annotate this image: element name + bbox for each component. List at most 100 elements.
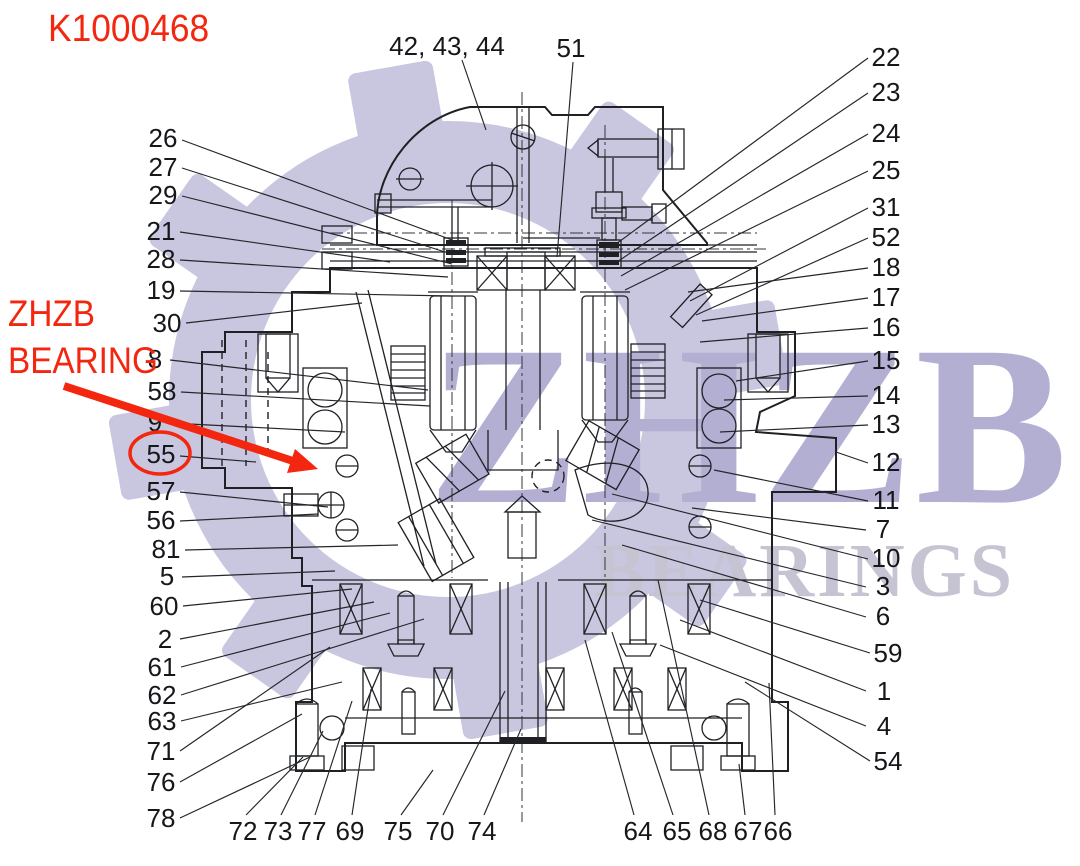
leader-line-62 [180, 618, 425, 696]
part-callout-28: 28 [146, 244, 176, 274]
part-callout-54: 54 [873, 746, 903, 776]
leader-line-25 [624, 170, 869, 291]
brand-annotation: ZHZB BEARING [8, 291, 158, 384]
highlight-ellipse [128, 430, 192, 476]
housing-outline [201, 267, 837, 772]
leader-line-57 [179, 491, 329, 508]
part-callout-22: 22 [871, 42, 901, 72]
leader-line-11 [713, 469, 869, 502]
part-callout-52: 52 [871, 222, 901, 252]
leader-line-26 [181, 139, 453, 241]
leader-line-27 [181, 167, 446, 253]
leader-line-52 [695, 237, 869, 316]
part-callout-5: 5 [159, 561, 175, 591]
leader-line-3 [591, 519, 867, 588]
red-arrow-shaft [62, 382, 295, 465]
leader-line-72 [245, 756, 304, 816]
brand-line-1: ZHZB [8, 293, 95, 334]
part-callout-71: 71 [146, 736, 176, 766]
brand-line-2: BEARING [8, 339, 158, 381]
right-shaft [564, 291, 666, 522]
leader-line-63 [180, 681, 343, 722]
leader-line-42-43-44 [461, 59, 487, 131]
leader-line-15 [735, 360, 869, 382]
leader-line-78 [179, 756, 311, 819]
leader-line-67 [738, 763, 746, 816]
lower-bearing-rows [312, 579, 772, 711]
leader-line-59 [699, 599, 871, 654]
leader-line-61 [180, 612, 391, 668]
part-callout-13: 13 [871, 409, 901, 439]
left-strut [355, 289, 437, 567]
part-callout-55: 55 [146, 439, 176, 469]
leader-line-22 [611, 57, 869, 248]
part-callout-63: 63 [147, 706, 177, 736]
gear-watermark-icon [108, 60, 788, 740]
leader-line-7 [691, 507, 867, 531]
part-callout-24: 24 [871, 118, 901, 148]
leader-line-17 [701, 297, 869, 322]
part-callout-16: 16 [871, 312, 901, 342]
leader-line-29 [181, 195, 453, 265]
leader-line-77 [314, 700, 353, 816]
leader-line-28 [179, 259, 449, 278]
leader-line-21 [179, 231, 391, 263]
part-callout-6: 6 [875, 601, 891, 631]
lower-bolts [386, 590, 658, 735]
leader-line-65 [611, 631, 674, 816]
leader-line-76 [179, 713, 303, 783]
leader-line-5 [181, 570, 336, 578]
leader-line-19 [179, 290, 453, 297]
part-callout-23: 23 [871, 77, 901, 107]
part-callout-11: 11 [872, 485, 900, 515]
leader-line-75 [400, 769, 434, 816]
housing-bolts-upper [257, 333, 789, 393]
leader-line-73 [280, 730, 324, 816]
leader-line-9 [169, 422, 346, 433]
part-callout-60: 60 [149, 591, 179, 621]
leader-line-23 [616, 92, 869, 263]
part-callout-66: 66 [763, 816, 793, 846]
part-callout-74: 74 [467, 816, 497, 846]
part-callout-27: 27 [148, 152, 178, 182]
leader-line-71 [179, 646, 331, 752]
part-callout-64: 64 [623, 816, 653, 846]
part-callout-15: 15 [871, 345, 901, 375]
leader-line-66 [768, 682, 776, 816]
part-callout-26: 26 [148, 123, 178, 153]
part-callout-75: 75 [383, 816, 413, 846]
leader-line-55 [179, 455, 257, 463]
center-bearing-block [476, 247, 576, 291]
part-callout-3: 3 [875, 571, 891, 601]
part-callout-21: 21 [146, 216, 176, 246]
center-lines [322, 92, 766, 822]
leader-line-24 [620, 133, 869, 277]
part-callout-17: 17 [871, 282, 901, 312]
part-callout-59: 59 [873, 638, 903, 668]
leader-line-58 [180, 391, 431, 407]
leader-line-56 [179, 513, 319, 522]
center-shaft [487, 290, 565, 744]
leader-line-1 [679, 619, 867, 692]
part-callout-31: 31 [871, 192, 901, 222]
part-callout-30: 30 [152, 308, 182, 338]
part-callout-2: 2 [157, 624, 173, 654]
part-callout-78: 78 [146, 803, 176, 833]
part-callout-62: 62 [147, 680, 177, 710]
leader-line-70 [442, 690, 506, 816]
part-callout-70: 70 [425, 816, 455, 846]
leader-line-30 [185, 302, 363, 324]
part-callout-29: 29 [148, 180, 178, 210]
leader-line-4 [659, 644, 867, 727]
leader-line-14 [723, 395, 869, 401]
part-callout-18: 18 [871, 252, 901, 282]
part-callout-10: 10 [871, 543, 901, 573]
part-callout-67: 67 [733, 816, 763, 846]
part-callout-1: 1 [876, 676, 892, 706]
leader-line-60 [182, 588, 353, 607]
part-callout-42-43-44: 42, 43, 44 [389, 31, 505, 61]
part-callout-8: 8 [147, 344, 163, 374]
part-callout-19: 19 [146, 275, 176, 305]
